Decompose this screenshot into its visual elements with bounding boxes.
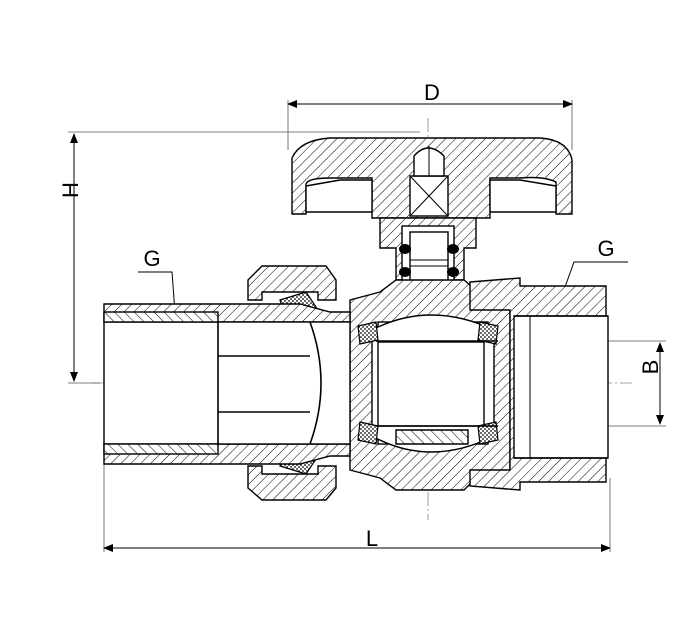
right-female-end — [469, 277, 609, 491]
dimension-b-label: B — [638, 360, 663, 375]
dimension-d: D — [287, 80, 573, 150]
g-left-label: G — [143, 246, 160, 271]
dimension-h: H — [58, 131, 420, 384]
left-male-end — [103, 303, 351, 465]
valve-handle — [291, 137, 573, 219]
dimension-l: L — [103, 462, 611, 552]
dimension-d-label: D — [424, 80, 440, 105]
dimension-h-label: H — [58, 182, 83, 198]
dimension-l-label: L — [366, 526, 378, 551]
valve-body — [349, 279, 511, 491]
g-right-label: G — [597, 236, 614, 261]
